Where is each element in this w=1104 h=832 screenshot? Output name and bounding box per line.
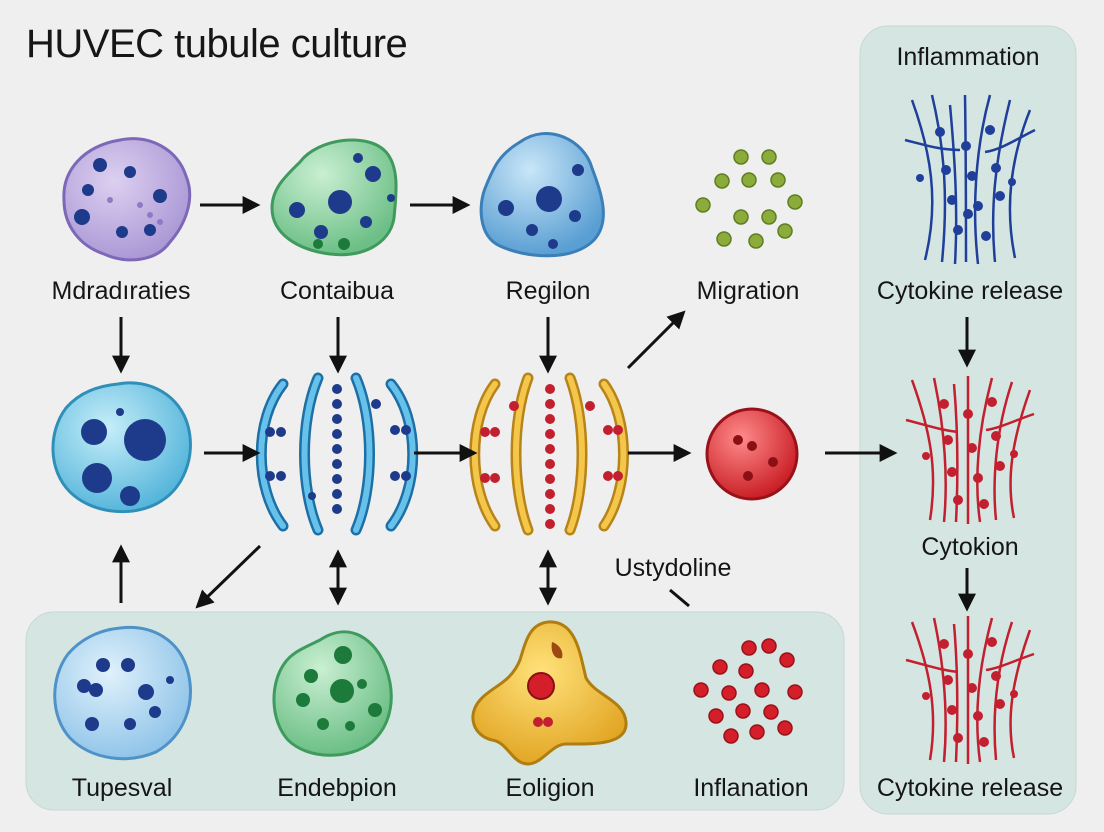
cyan-cell-icon (51, 381, 192, 514)
label-contaibua: Contaibua (280, 277, 394, 305)
yellow-cell-icon (471, 620, 628, 766)
panel-title-inflammation: Inflammation (896, 43, 1040, 71)
red-sphere-icon (705, 407, 799, 501)
label-regilon: Regilon (505, 277, 591, 305)
label-endebpion: Endebpion (277, 774, 397, 802)
label-inflanation: Inflanation (693, 774, 809, 802)
label-eoligion: Eoligion (505, 774, 595, 802)
arrow-diagonal (626, 310, 686, 370)
arrow-diagonal (195, 544, 262, 609)
yellow-tubule-icon (469, 372, 629, 536)
green-cell-icon (270, 138, 398, 257)
pointer-line (669, 588, 690, 608)
label-mdradiraties: Mdradıraties (51, 277, 191, 305)
blue-tubule-icon (255, 372, 419, 536)
purple-cell-icon (62, 137, 192, 262)
diagram-title: HUVEC tubule culture (26, 22, 408, 66)
red-fiber-bundle-icon (905, 615, 1035, 764)
red-fiber-dots (922, 637, 1018, 747)
red-fiber-dots (922, 397, 1018, 509)
label-tupesval: Tupesval (71, 774, 173, 802)
blue-fiber-dots (916, 125, 1016, 241)
blue-cell-icon (479, 132, 605, 258)
bottom-panel (25, 611, 845, 811)
label-cytokine-release-bottom: Cytokine release (876, 774, 1064, 802)
red-particles-icon (693, 638, 803, 744)
light-blue-cell-icon (53, 625, 192, 761)
label-cytokine-release-top: Cytokine release (876, 277, 1064, 305)
blue-fiber-bundle-icon (904, 94, 1036, 265)
green-dotted-cell-icon (272, 630, 393, 757)
label-ustydoline: Ustydoline (614, 554, 732, 582)
arrows (112, 196, 976, 612)
label-cytokion: Cytokion (921, 533, 1019, 561)
red-fiber-bundle-icon (905, 375, 1035, 524)
olive-particles-icon (695, 149, 803, 249)
label-migration: Migration (696, 277, 800, 305)
